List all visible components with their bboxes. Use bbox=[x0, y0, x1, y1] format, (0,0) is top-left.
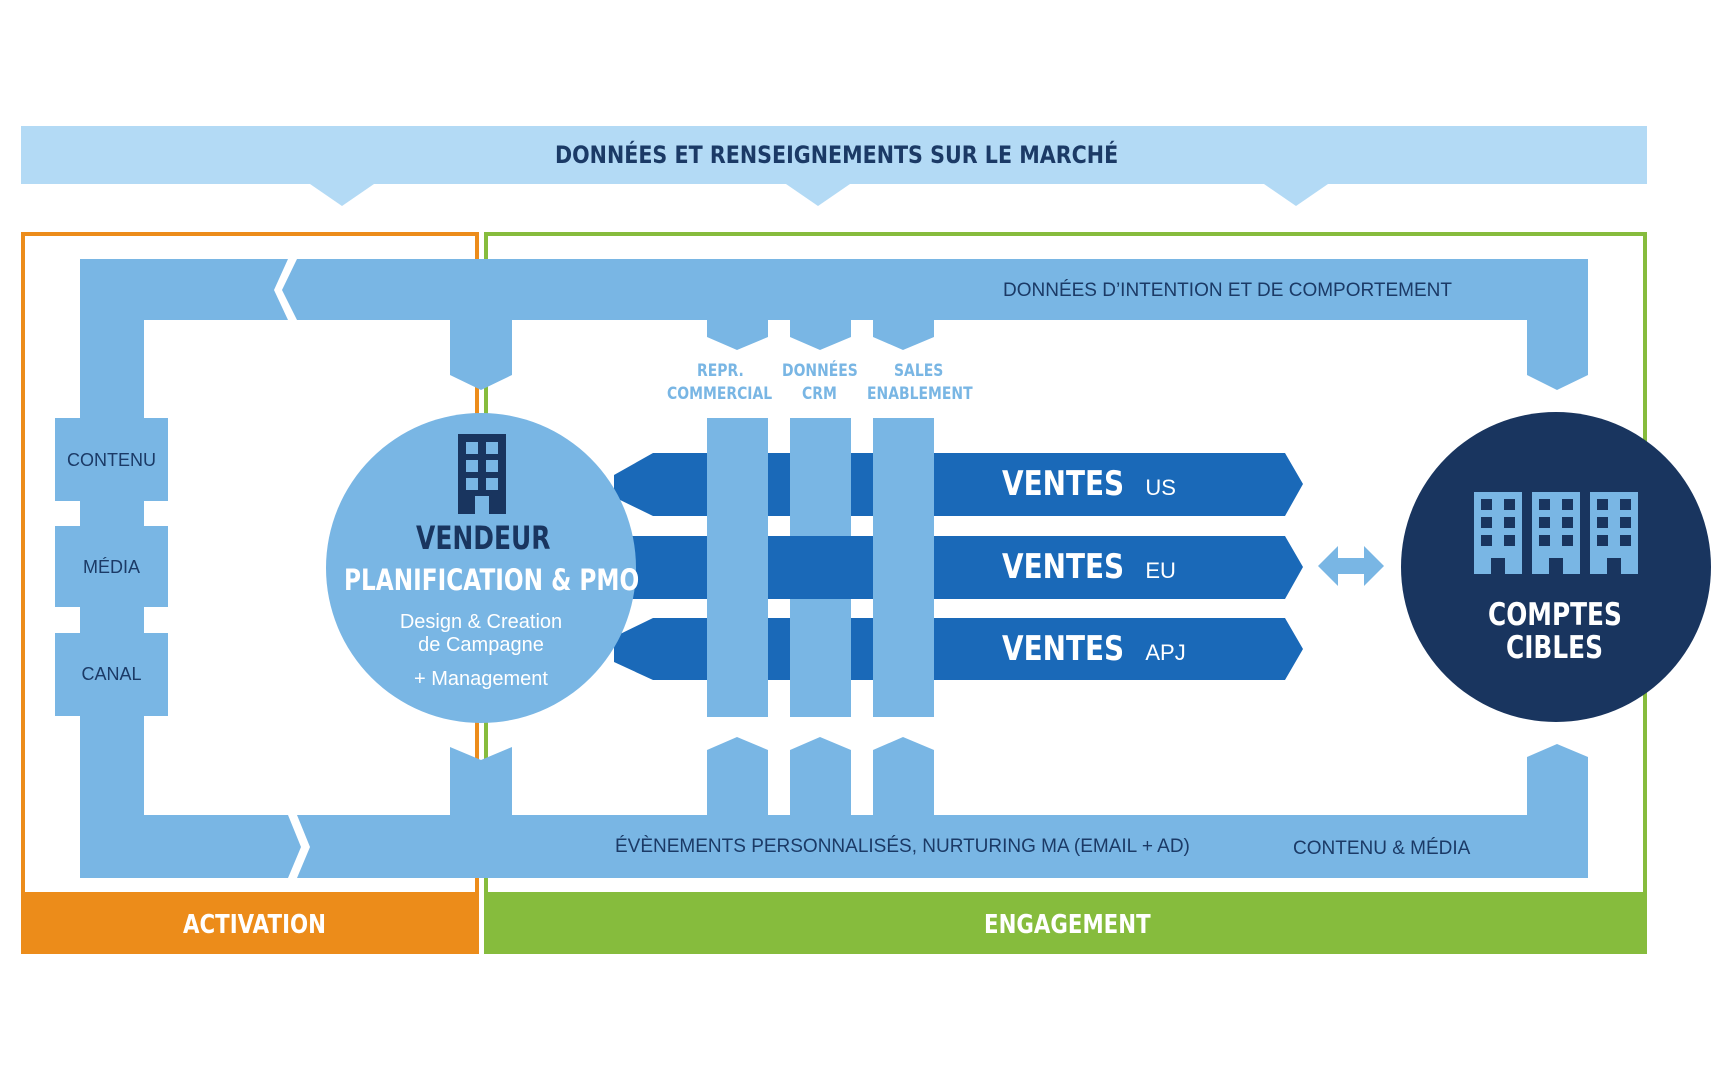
intent-data-label: DONNÉES D’INTENTION ET DE COMPORTEMENT bbox=[1003, 280, 1452, 301]
buildings-icon bbox=[1474, 492, 1638, 574]
sales-us-main: VENTES bbox=[1002, 464, 1125, 504]
engagement-label: ENGAGEMENT bbox=[984, 910, 1151, 940]
vendor-title: VENDEUR bbox=[416, 519, 551, 557]
column-repr-line1: REPR. bbox=[697, 361, 744, 381]
bottom-rise-col3 bbox=[873, 737, 934, 815]
column-enablement-line1: SALES bbox=[894, 361, 944, 381]
banner-pointer-right bbox=[1264, 184, 1328, 206]
intent-drop-col3 bbox=[873, 320, 934, 350]
left-box-canal bbox=[55, 633, 168, 716]
left-item-contenu: CONTENU bbox=[67, 450, 156, 470]
bottom-loop-label: ÉVÈNEMENTS PERSONNALISÉS, NURTURING MA (… bbox=[615, 836, 1190, 857]
banner-pointer-left bbox=[310, 184, 374, 206]
vendor-line3: + Management bbox=[414, 668, 548, 690]
sales-us-region: US bbox=[1145, 475, 1176, 500]
intent-drop-col2 bbox=[790, 320, 851, 350]
left-item-media: MÉDIA bbox=[82, 557, 140, 577]
column-crm-line2: CRM bbox=[802, 384, 837, 404]
sales-apj-region: APJ bbox=[1145, 640, 1186, 665]
banner-pointer-center bbox=[786, 184, 850, 206]
column-repr-line2: COMMERCIAL bbox=[667, 384, 773, 404]
column-enablement-line2: ENABLEMENT bbox=[867, 384, 973, 404]
column-enablement bbox=[873, 418, 934, 717]
sales-apj-main: VENTES bbox=[1002, 629, 1125, 669]
vendor-line2: de Campagne bbox=[418, 634, 544, 656]
sales-us-label: VENTES US bbox=[1002, 467, 1176, 501]
sales-eu-main: VENTES bbox=[1002, 547, 1125, 587]
building-2-icon bbox=[1532, 492, 1580, 574]
left-connector-2 bbox=[80, 606, 144, 634]
sales-eu-region: EU bbox=[1145, 558, 1176, 583]
building-icon bbox=[458, 434, 506, 514]
bottom-rise-accounts bbox=[1527, 744, 1588, 815]
double-arrow-icon bbox=[1318, 546, 1384, 586]
sales-arrow-apj bbox=[614, 618, 1303, 680]
building-1-icon bbox=[1474, 492, 1522, 574]
accounts-line2: CIBLES bbox=[1506, 630, 1603, 666]
column-crm-line1: DONNÉES bbox=[782, 361, 858, 381]
bottom-rise-vendor bbox=[450, 747, 512, 815]
sales-apj-label: VENTES APJ bbox=[1002, 632, 1186, 666]
column-repr bbox=[707, 418, 768, 717]
left-box-contenu bbox=[55, 418, 168, 501]
sales-arrow-us bbox=[614, 453, 1303, 516]
intent-band bbox=[282, 259, 1588, 320]
vendor-subtitle: PLANIFICATION & PMO bbox=[344, 563, 640, 597]
building-3-icon bbox=[1590, 492, 1638, 574]
market-data-label: DONNÉES ET RENSEIGNEMENTS SUR LE MARCHÉ bbox=[555, 141, 1119, 169]
activation-label: ACTIVATION bbox=[183, 910, 326, 940]
accounts-line1: COMPTES bbox=[1488, 597, 1622, 633]
intent-drop-col1 bbox=[707, 320, 768, 350]
bottom-rise-col2 bbox=[790, 737, 851, 815]
left-item-canal: CANAL bbox=[81, 664, 142, 684]
activation-bar bbox=[21, 896, 479, 954]
vendor-circle bbox=[326, 413, 636, 723]
weave-crm-eu bbox=[790, 536, 851, 599]
bottom-rise-col1 bbox=[707, 737, 768, 815]
left-box-media bbox=[55, 526, 168, 607]
market-data-banner bbox=[21, 126, 1647, 184]
intent-band-left bbox=[80, 259, 288, 418]
accounts-circle bbox=[1401, 412, 1711, 722]
left-connector-1 bbox=[80, 500, 144, 528]
bottom-band-left bbox=[80, 715, 301, 878]
bottom-band bbox=[297, 815, 1588, 878]
vendor-line1: Design & Creation bbox=[399, 611, 563, 633]
engagement-bar bbox=[484, 896, 1647, 954]
sales-eu-label: VENTES EU bbox=[1002, 550, 1176, 584]
bottom-loop-label-right: CONTENU & MÉDIA bbox=[1293, 838, 1471, 859]
intent-drop-accounts bbox=[1527, 320, 1588, 390]
intent-drop-vendor bbox=[450, 320, 512, 390]
